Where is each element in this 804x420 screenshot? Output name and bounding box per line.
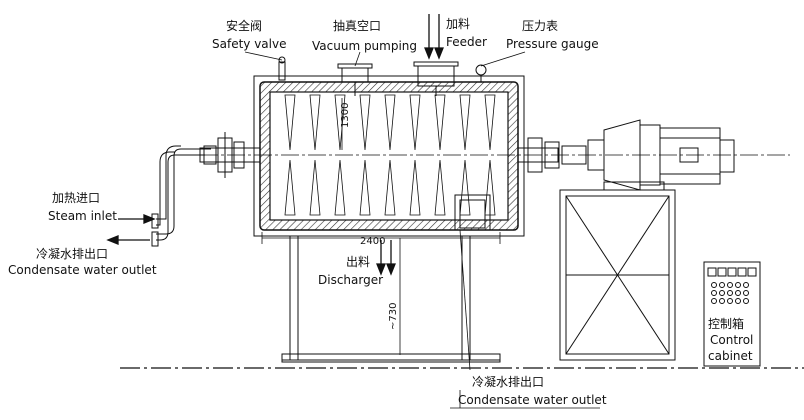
condensate-outlet-arrow [106, 235, 150, 245]
vacuum-label-en: Vacuum pumping [312, 39, 417, 53]
steam-inlet-label-cn: 加热进口 [52, 191, 100, 205]
pressure-gauge-label-cn: 压力表 [522, 19, 558, 33]
dryer-jacket [253, 75, 525, 237]
steam-inlet-label-en: Steam inlet [48, 209, 117, 223]
pressure-gauge-label-en: Pressure gauge [506, 37, 599, 51]
discharger-label-cn: 出料 [346, 255, 370, 269]
steam-piping [151, 145, 211, 247]
vacuum-label-cn: 抽真空口 [333, 19, 381, 33]
condensate-bottom-label-en: Condensate water outlet [458, 393, 607, 407]
condensate-left-label-en: Condensate water outlet [8, 263, 157, 277]
condensate-left-label-cn: 冷凝水排出口 [36, 246, 108, 261]
main-frame [281, 235, 501, 363]
steam-inlet-arrow [118, 214, 156, 224]
feeder-nozzle [413, 61, 459, 96]
control-cabinet [703, 261, 761, 367]
leader-lines [244, 51, 600, 409]
discharger-outlet [454, 194, 491, 231]
safety-valve-label-cn: 安全阀 [226, 18, 262, 33]
discharger-arrows [376, 240, 396, 276]
feeder-label-cn: 加料 [446, 17, 470, 31]
feeder-label-en: Feeder [446, 35, 487, 49]
cabinet-label-en2: cabinet [708, 349, 753, 363]
feeder-arrows [424, 14, 444, 60]
pressure-gauge-nozzle [475, 64, 487, 82]
vacuum-nozzle [337, 63, 373, 96]
safety-valve-label-en: Safety valve [212, 37, 286, 51]
paddle-blades [284, 94, 496, 216]
safety-valve-nozzle [278, 56, 286, 81]
discharger-label-en: Discharger [318, 273, 383, 287]
cabinet-label-cn: 控制箱 [708, 316, 744, 331]
dim-length-label: 2400 [360, 236, 385, 247]
motor-stand [559, 189, 676, 361]
dim-blade-label: 1300 [340, 103, 351, 128]
dim-height-label: ~730 [388, 303, 399, 330]
condensate-bottom-label-cn: 冷凝水排出口 [472, 374, 544, 389]
cabinet-label-en1: Control [710, 333, 753, 347]
